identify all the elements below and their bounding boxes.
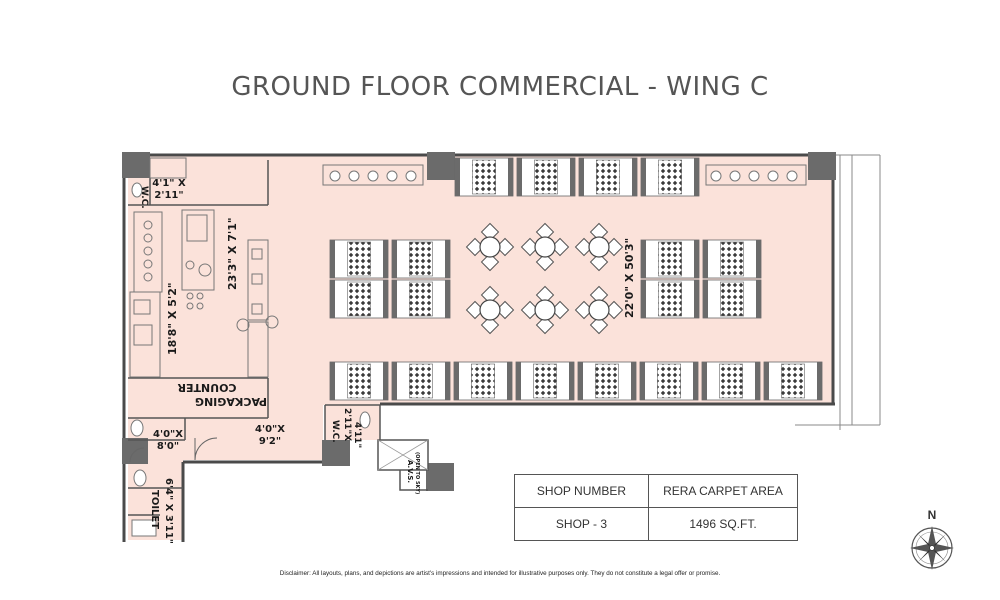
dining-furniture <box>329 157 823 401</box>
toilet-label: TOILET <box>149 490 160 529</box>
round-table <box>534 299 556 321</box>
page-title: GROUND FLOOR COMMERCIAL - WING C <box>231 72 769 102</box>
exterior-walls <box>122 152 835 542</box>
table-row: SHOP - 3 1496 SQ.FT. <box>514 507 798 541</box>
room-labels: W.C. 4'1" X 2'11" 23'3" X 7'1" 18'8" X 5… <box>139 178 636 544</box>
table-header-area: RERA CARPET AREA <box>648 474 798 508</box>
wc-mid-dim-2: 4'11" <box>352 422 362 448</box>
wc-mid-dim-1: 2'11"X <box>342 408 352 441</box>
round-table <box>588 236 610 258</box>
round-table <box>479 236 501 258</box>
lobby-dim-2: 9'2" <box>259 436 281 447</box>
disclaimer: Disclaimer: All layouts, plans, and depi… <box>279 570 721 577</box>
table-header-shop: SHOP NUMBER <box>514 474 649 508</box>
packaging-label-2: COUNTER <box>177 381 237 394</box>
wc-top-dim-2: 2'11" <box>154 190 183 201</box>
store-dim-2: 8'0" <box>157 441 179 452</box>
table-cell-area: 1496 SQ.FT. <box>648 507 798 541</box>
kitchen-dimension: 23'3" X 7'1" <box>226 217 239 290</box>
balcony-outline <box>795 154 881 430</box>
area-table: SHOP NUMBER RERA CARPET AREA SHOP - 3 14… <box>514 474 798 541</box>
compass-icon <box>910 526 954 570</box>
table-header-row: SHOP NUMBER RERA CARPET AREA <box>514 474 798 508</box>
door-swings <box>129 437 218 463</box>
sink-bowls <box>133 214 279 346</box>
store-dim-1: 4'0"X <box>153 429 183 440</box>
packaging-label-1: PACKAGING <box>195 395 267 408</box>
wc-mid-label: W.C. <box>330 420 340 443</box>
avs-label: A.V.S. <box>406 460 414 483</box>
prep-dimension: 18'8" X 5'2" <box>166 282 179 355</box>
toilet-fixtures <box>130 182 371 537</box>
compass-north-label: N <box>928 508 937 522</box>
round-table <box>534 236 556 258</box>
toilet-dim: 6'4" X 3'11" <box>163 478 174 544</box>
columns <box>122 152 836 491</box>
lobby-dim-1: 4'0"X <box>255 424 285 435</box>
dining-dimension: 22'0" X 50'3" <box>623 238 636 318</box>
stools <box>322 164 807 186</box>
round-table <box>479 299 501 321</box>
avs-shaft <box>377 439 429 491</box>
interior-walls <box>128 160 381 516</box>
wc-top-label: W.C. <box>139 186 149 209</box>
round-table <box>588 299 610 321</box>
avs-sublabel: (OPEN TO SKY) <box>414 452 420 494</box>
wc-top-dim-1: 4'1" X <box>152 178 186 189</box>
kitchen-counters <box>129 157 269 378</box>
table-cell-shop: SHOP - 3 <box>514 507 649 541</box>
